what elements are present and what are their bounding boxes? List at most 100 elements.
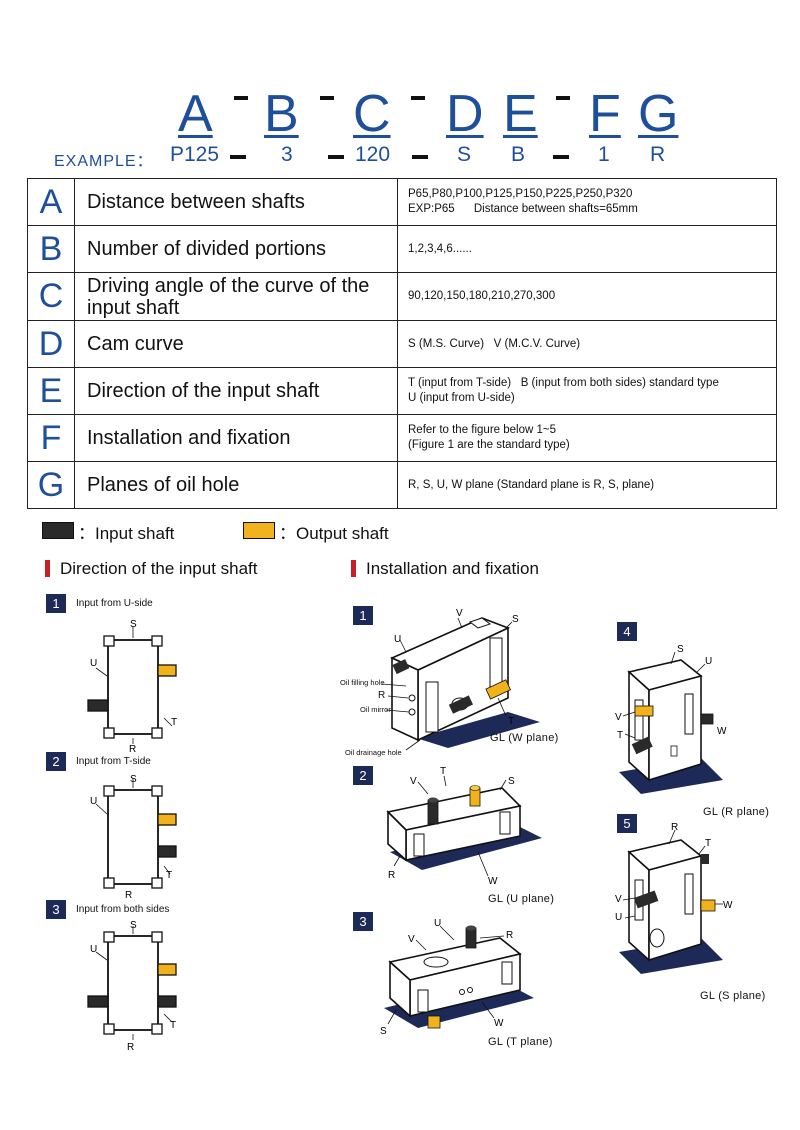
installation-number: 5 bbox=[617, 814, 637, 833]
installation-number: 1 bbox=[353, 606, 373, 625]
code-dash bbox=[320, 96, 334, 100]
row-letter: A bbox=[27, 178, 75, 226]
caption-s-plane: GL (S plane) bbox=[700, 990, 766, 1002]
code-dash bbox=[556, 96, 570, 100]
direction-label: Input from both sides bbox=[76, 904, 170, 915]
direction-diagram-u-side: S U T R bbox=[87, 619, 177, 754]
label-v: V bbox=[410, 776, 417, 787]
label-s: S bbox=[130, 619, 137, 630]
table-row: E Direction of the input shaft T (input … bbox=[27, 367, 777, 415]
table-row: G Planes of oil hole R, S, U, W plane (S… bbox=[27, 461, 777, 509]
row-letter: B bbox=[27, 225, 75, 273]
row-desc-line: 90,120,150,180,210,270,300 bbox=[408, 290, 556, 302]
table-row: C Driving angle of the curve of the inpu… bbox=[27, 272, 777, 321]
section-marker bbox=[351, 560, 356, 577]
label-r: R bbox=[671, 822, 678, 833]
label-v: V bbox=[408, 934, 415, 945]
installation-figure-r-plane: S U V T W bbox=[615, 644, 727, 794]
installation-section-title: Installation and fixation bbox=[366, 559, 539, 578]
direction-number: 1 bbox=[46, 594, 66, 613]
label-t: T bbox=[171, 717, 177, 728]
direction-section-title: Direction of the input shaft bbox=[60, 559, 258, 578]
example-value-g: R bbox=[650, 143, 666, 166]
row-desc: 90,120,150,180,210,270,300 bbox=[397, 272, 777, 321]
example-value-d: S bbox=[457, 143, 472, 166]
label-r: R bbox=[125, 890, 132, 901]
label-s: S bbox=[130, 920, 137, 931]
installation-figure-w-plane: V S U T bbox=[381, 608, 540, 751]
label-t: T bbox=[440, 766, 446, 777]
example-dash bbox=[328, 155, 344, 159]
legend-input-label: ：Input shaft bbox=[78, 524, 175, 543]
label-w: W bbox=[488, 876, 498, 887]
row-desc: R, S, U, W plane (Standard plane is R, S… bbox=[397, 461, 777, 509]
row-desc-line: R, S, U, W plane (Standard plane is R, S… bbox=[408, 478, 655, 491]
installation-figure-u-plane: V T S R W bbox=[386, 766, 542, 887]
table-row: A Distance between shafts P65,P80,P100,P… bbox=[27, 178, 777, 226]
direction-number: 3 bbox=[46, 900, 66, 919]
code-letter-d: D bbox=[446, 85, 484, 143]
row-name: Direction of the input shaft bbox=[74, 367, 398, 415]
table-row: D Cam curve S (M.S. Curve) V (M.C.V. Cur… bbox=[27, 320, 777, 368]
label-u: U bbox=[615, 912, 622, 923]
installation-number: 4 bbox=[617, 622, 637, 641]
spec-table: A Distance between shafts P65,P80,P100,P… bbox=[27, 178, 777, 509]
example-dash bbox=[412, 155, 428, 159]
code-letter-b: B bbox=[264, 85, 299, 143]
row-name: Cam curve bbox=[74, 320, 398, 368]
example-value-e: B bbox=[511, 143, 526, 166]
caption-r-plane: GL (R plane) bbox=[703, 806, 770, 818]
code-dash bbox=[234, 96, 248, 100]
label-r: R bbox=[129, 744, 136, 754]
oil-mirror-label: Oil mirror bbox=[360, 705, 391, 714]
row-letter: E bbox=[27, 367, 75, 415]
code-dash bbox=[411, 96, 425, 100]
row-name: Distance between shafts bbox=[74, 178, 398, 226]
row-desc-line: P65,P80,P100,P125,P150,P225,P250,P320 bbox=[408, 188, 633, 200]
example-value-b: 3 bbox=[281, 143, 293, 166]
label-t: T bbox=[617, 730, 623, 741]
row-name: Number of divided portions bbox=[74, 225, 398, 273]
row-letter: G bbox=[27, 461, 75, 509]
label-u: U bbox=[90, 944, 97, 955]
row-letter: C bbox=[27, 272, 75, 321]
code-letter-c: C bbox=[353, 85, 391, 143]
direction-diagram-t-side: S U T R bbox=[90, 774, 177, 901]
code-letter-a: A bbox=[178, 85, 213, 143]
label-w: W bbox=[717, 726, 727, 737]
row-desc-line: U (input from U-side) bbox=[408, 392, 515, 404]
example-value-a: P125 bbox=[170, 143, 220, 166]
row-name: Planes of oil hole bbox=[74, 461, 398, 509]
direction-number: 2 bbox=[46, 752, 66, 771]
label-v: V bbox=[615, 712, 622, 723]
table-row: F Installation and fixation Refer to the… bbox=[27, 414, 777, 462]
label-r: R bbox=[127, 1042, 134, 1052]
label-s: S bbox=[380, 1026, 387, 1037]
row-desc: T (input from T-side) B (input from both… bbox=[397, 367, 777, 415]
caption-t-plane: GL (T plane) bbox=[488, 1036, 553, 1048]
label-u: U bbox=[394, 634, 401, 645]
installation-figure-t-plane: V U R S W bbox=[380, 918, 534, 1037]
code-letter-f: F bbox=[589, 85, 621, 143]
installation-figure-s-plane: R T V U W bbox=[615, 822, 733, 974]
label-u: U bbox=[90, 796, 97, 807]
label-s: S bbox=[130, 774, 137, 785]
oil-drainage-label: Oil drainage hole bbox=[345, 748, 402, 757]
row-desc-line: 1,2,3,4,6...... bbox=[408, 242, 472, 255]
label-r: R bbox=[388, 870, 395, 881]
label-r: R bbox=[506, 930, 513, 941]
label-t: T bbox=[166, 870, 172, 881]
output-shaft-swatch bbox=[243, 522, 275, 539]
table-row: B Number of divided portions 1,2,3,4,6..… bbox=[27, 225, 777, 273]
label-w: W bbox=[723, 900, 733, 911]
caption-u-plane: GL (U plane) bbox=[488, 893, 555, 905]
label-u: U bbox=[705, 656, 712, 667]
row-desc-line: S (M.S. Curve) V (M.C.V. Curve) bbox=[408, 337, 581, 350]
direction-label: Input from T-side bbox=[76, 756, 151, 767]
row-desc: 1,2,3,4,6...... bbox=[397, 225, 777, 273]
label-w: W bbox=[494, 1018, 504, 1029]
oil-filling-label: Oil filling hole bbox=[340, 678, 385, 687]
code-letter-e: E bbox=[503, 85, 538, 143]
section-marker bbox=[45, 560, 50, 577]
label-v: V bbox=[456, 608, 463, 619]
